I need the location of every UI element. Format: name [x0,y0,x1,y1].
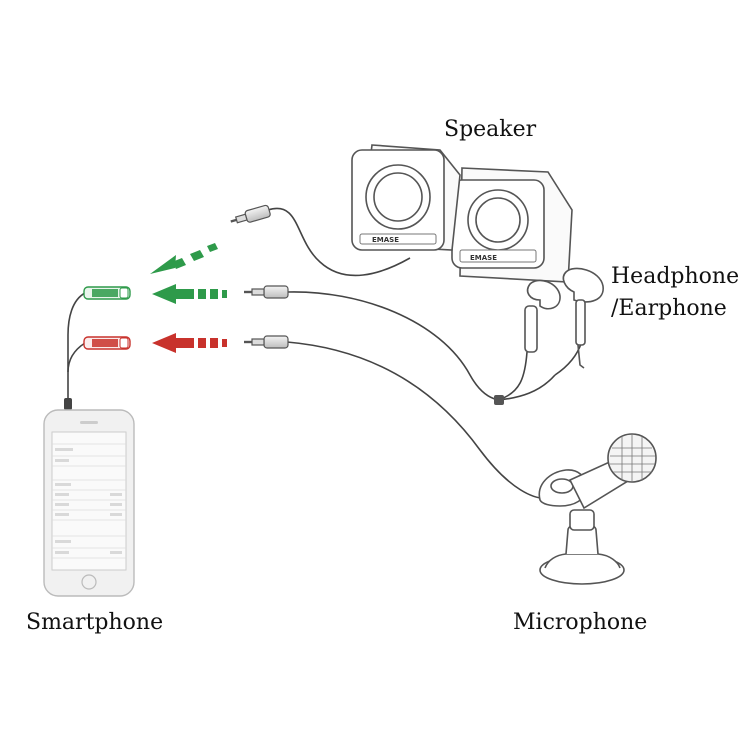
speaker-cable [267,207,411,277]
splitter-cable-red [67,342,86,373]
phone-plug [64,398,72,410]
headphone-label-line1: Headphone [611,264,740,289]
microphone-plug [244,335,289,349]
splitter-cable-green [67,292,86,336]
splitter-jack-green [83,286,131,300]
cable-splitter-bead [494,395,504,405]
headphone-cable [286,291,499,401]
arrow-microphone [152,333,227,353]
y-splitter-icon [83,286,131,350]
speaker-brand-left: EMASE [372,236,399,244]
microphone-label: Microphone [513,610,648,635]
smartphone-icon [43,409,135,597]
arrow-headphone [152,284,227,304]
audio-plug-icon [230,204,289,349]
speaker-brand-right: EMASE [470,254,497,262]
smartphone-label: Smartphone [26,610,164,635]
microphone-grille [610,434,655,482]
speaker-plug [230,204,271,224]
splitter-jack-red [83,336,131,350]
speaker-label: Speaker [444,117,537,142]
arrow-speaker [150,243,218,274]
headphone-cable-right [497,374,556,401]
microphone-icon [538,433,657,585]
speaker-icon [351,144,573,283]
microphone-cable [286,341,549,500]
headphone-icon [524,267,604,369]
arrow-left-icon [150,243,227,353]
headphone-plug [244,285,289,299]
headphone-label-line2: /Earphone [611,296,727,321]
headphone-cable-left [497,351,528,401]
